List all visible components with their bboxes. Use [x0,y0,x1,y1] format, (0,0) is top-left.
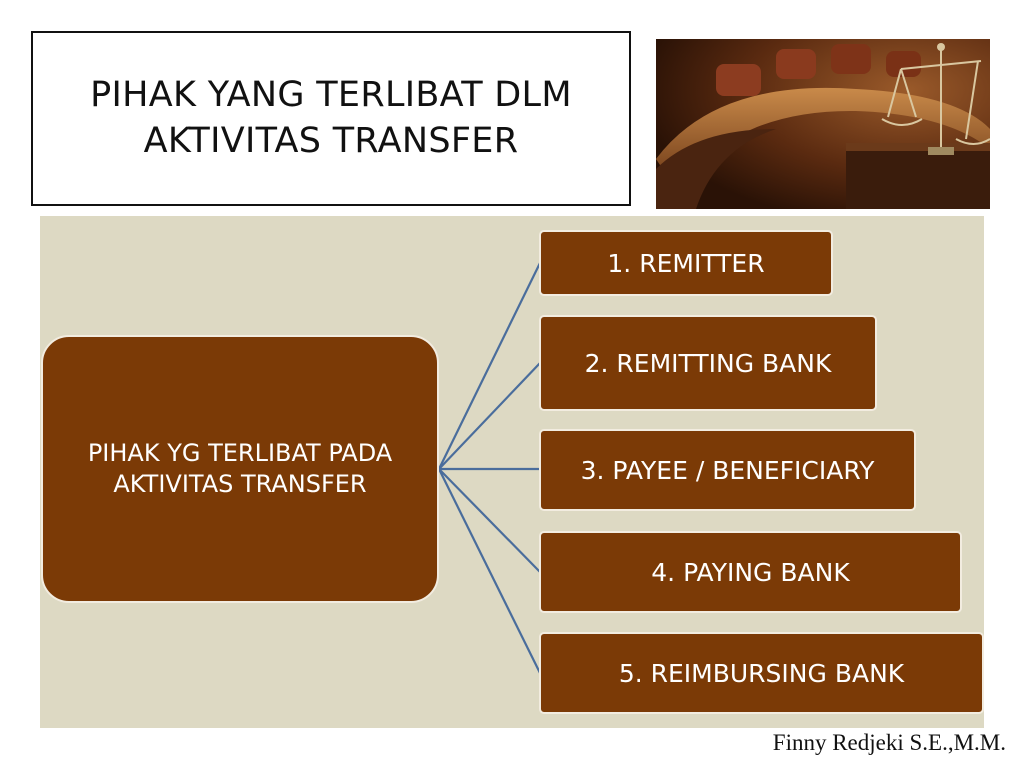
child-node-remitting-bank: 2. REMITTING BANK [539,315,877,411]
root-node-label: PIHAK YG TERLIBAT PADA AKTIVITAS TRANSFE… [87,438,393,498]
scales-of-justice-icon [881,43,990,155]
slide-title: PIHAK YANG TERLIBAT DLM AKTIVITAS TRANSF… [90,75,572,161]
child-node-label: 5. REIMBURSING BANK [618,658,905,688]
child-node-label: 3. PAYEE / BENEFICIARY [580,455,875,485]
courtroom-photo [656,39,990,209]
child-node-payee-beneficiary: 3. PAYEE / BENEFICIARY [539,429,916,511]
root-node: PIHAK YG TERLIBAT PADA AKTIVITAS TRANSFE… [41,335,439,603]
child-node-paying-bank: 4. PAYING BANK [539,531,962,613]
slide-title-box: PIHAK YANG TERLIBAT DLM AKTIVITAS TRANSF… [31,31,631,206]
child-node-label: 2. REMITTING BANK [584,348,832,378]
child-node-reimbursing-bank: 5. REIMBURSING BANK [539,632,984,714]
author-credit: Finny Redjeki S.E.,M.M. [772,730,1006,755]
child-node-label: 1. REMITTER [607,248,765,278]
child-node-remitter: 1. REMITTER [539,230,833,296]
child-node-label: 4. PAYING BANK [651,557,850,587]
